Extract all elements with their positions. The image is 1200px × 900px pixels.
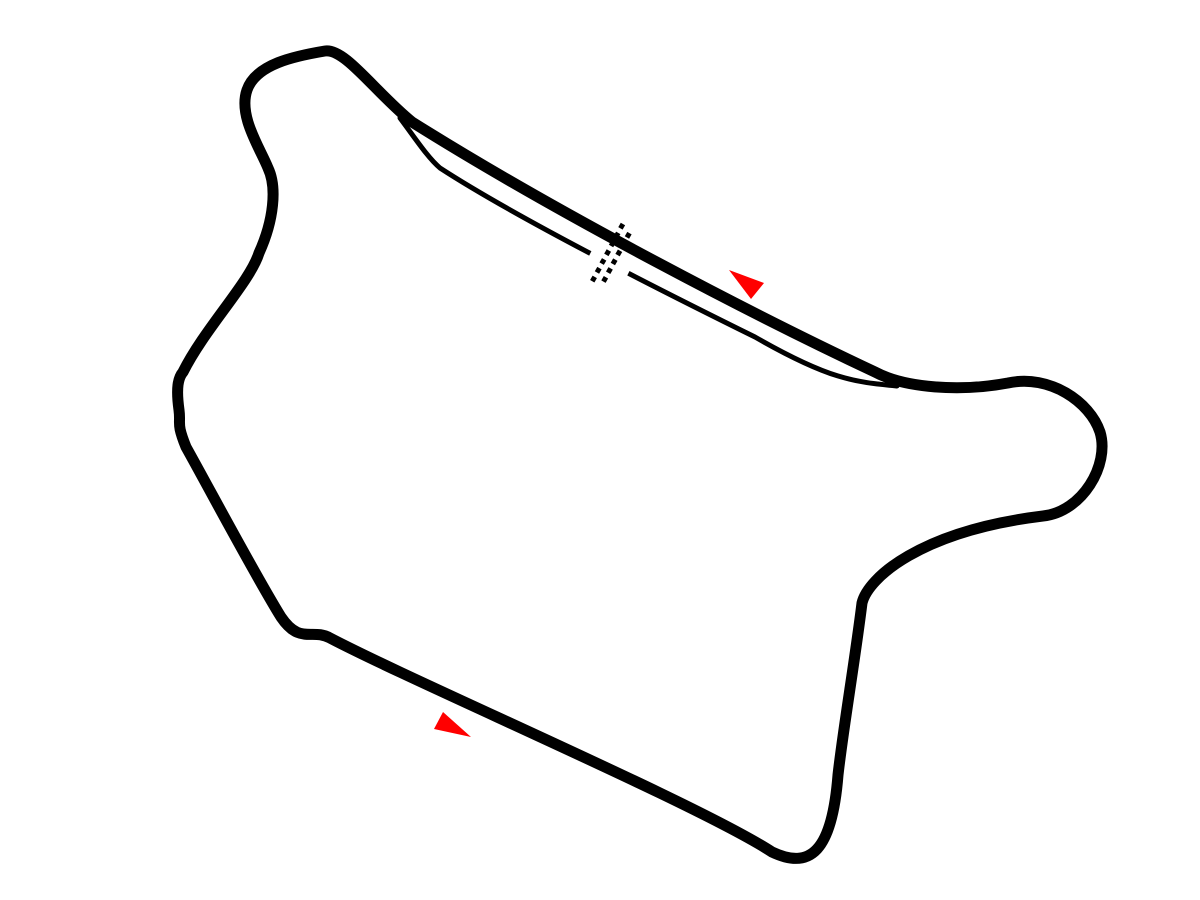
checkered-square: [615, 249, 623, 257]
checkered-square: [599, 258, 607, 265]
checkered-square: [618, 222, 626, 230]
track-outline: [172, 45, 1108, 864]
checkered-flag-icon: [584, 222, 636, 286]
checkered-square: [610, 258, 618, 266]
checkered-square: [620, 240, 627, 248]
checkered-square: [601, 275, 609, 283]
direction-arrow-icon: [729, 270, 764, 299]
checkered-square: [605, 267, 613, 275]
checkered-square: [590, 275, 597, 283]
checkered-square: [613, 231, 621, 239]
checkered-square: [608, 240, 616, 248]
start-finish-band: [584, 238, 636, 286]
pit-lane: [397, 115, 900, 389]
checkered-square: [624, 231, 632, 239]
checkered-square: [594, 266, 602, 274]
direction-arrow-icon: [434, 712, 471, 737]
checkered-square: [604, 249, 612, 257]
